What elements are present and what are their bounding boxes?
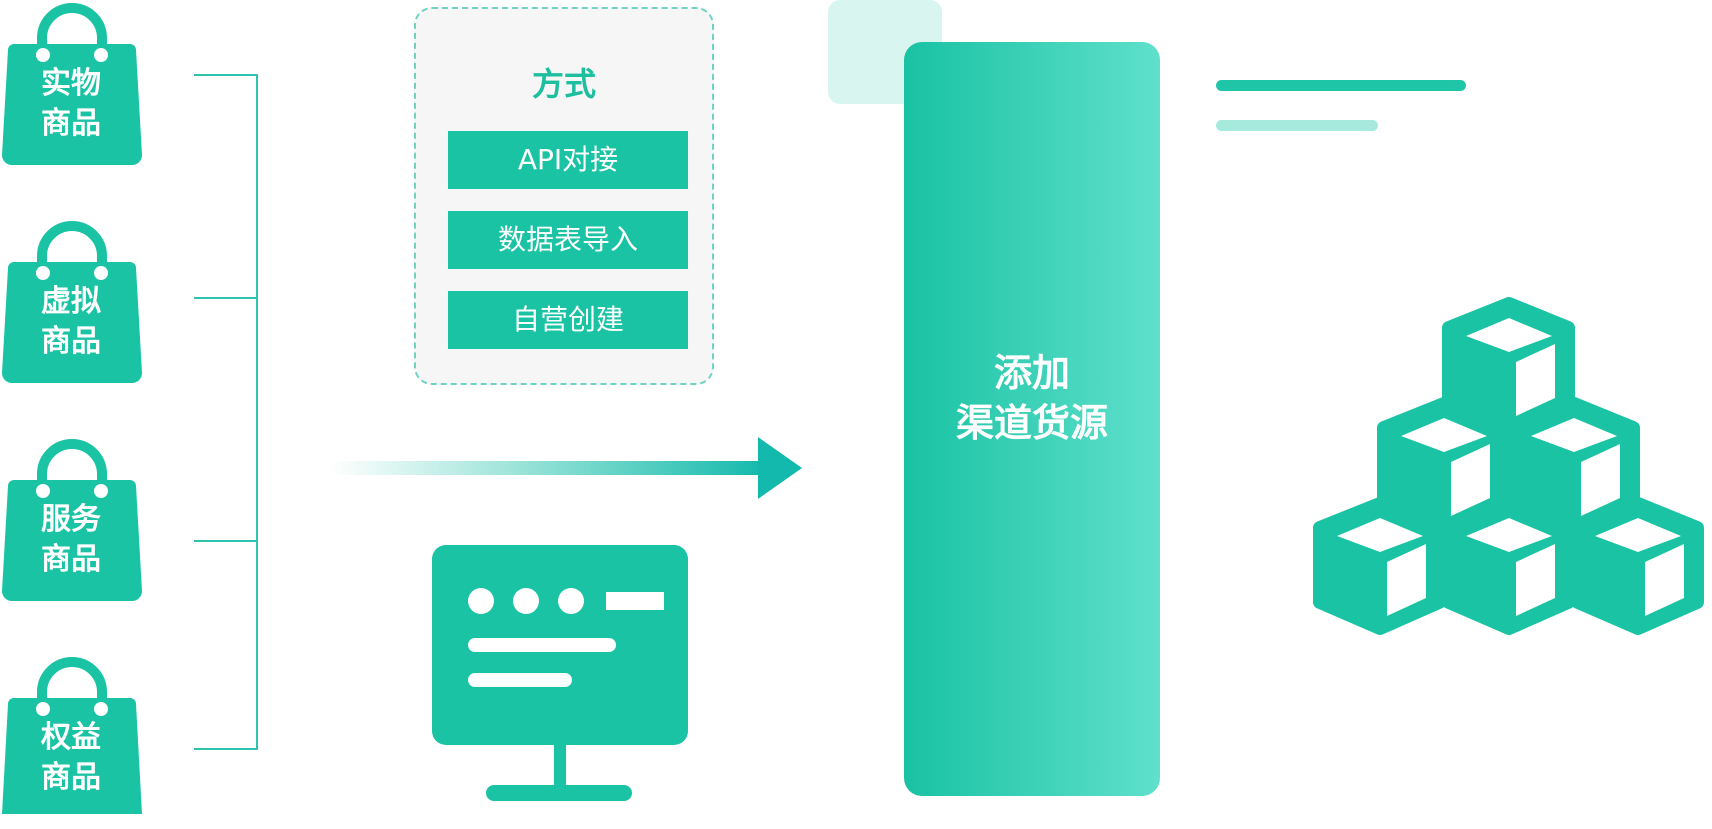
product-bag-service: 服务 商品 bbox=[0, 436, 146, 611]
bag-label-line2: 商品 bbox=[41, 542, 101, 577]
bracket-tick bbox=[194, 297, 258, 299]
decorative-line-primary bbox=[1216, 80, 1466, 91]
bracket-tick bbox=[194, 748, 258, 750]
bag-label-line1: 虚拟 bbox=[41, 284, 101, 319]
bag-label-line1: 服务 bbox=[41, 502, 101, 537]
method-api-button[interactable]: API对接 bbox=[448, 131, 688, 189]
bracket-tick bbox=[194, 540, 258, 542]
method-panel: 方式 API对接 数据表导入 自营创建 bbox=[414, 7, 714, 385]
monitor-icon bbox=[432, 545, 688, 801]
method-import-button[interactable]: 数据表导入 bbox=[448, 211, 688, 269]
column-label-line1: 添加 bbox=[993, 351, 1070, 395]
add-channel-source-column: 添加 渠道货源 bbox=[904, 42, 1160, 796]
method-title: 方式 bbox=[531, 65, 596, 103]
method-self-create-button[interactable]: 自营创建 bbox=[448, 291, 688, 349]
bracket-tick bbox=[194, 74, 258, 76]
column-label-line2: 渠道货源 bbox=[955, 401, 1108, 445]
product-bag-physical: 实物 商品 bbox=[0, 0, 146, 175]
arrow-right-icon bbox=[330, 437, 802, 499]
bag-label-line1: 权益 bbox=[41, 720, 101, 755]
bag-label-line2: 商品 bbox=[41, 324, 101, 359]
shopping-bag-icon bbox=[2, 3, 142, 165]
product-bag-rights: 权益 商品 bbox=[0, 654, 146, 829]
shopping-bag-icon bbox=[2, 657, 142, 814]
shopping-bag-icon bbox=[2, 221, 142, 383]
bag-label-line2: 商品 bbox=[41, 106, 101, 141]
product-bag-virtual: 虚拟 商品 bbox=[0, 218, 146, 393]
shopping-bag-icon bbox=[2, 439, 142, 601]
decorative-line-secondary bbox=[1216, 120, 1378, 131]
cubes-stack-icon bbox=[1313, 297, 1704, 635]
bag-label-line1: 实物 bbox=[41, 66, 101, 101]
bag-label-line2: 商品 bbox=[41, 760, 101, 795]
bracket-vertical-line bbox=[256, 74, 258, 750]
